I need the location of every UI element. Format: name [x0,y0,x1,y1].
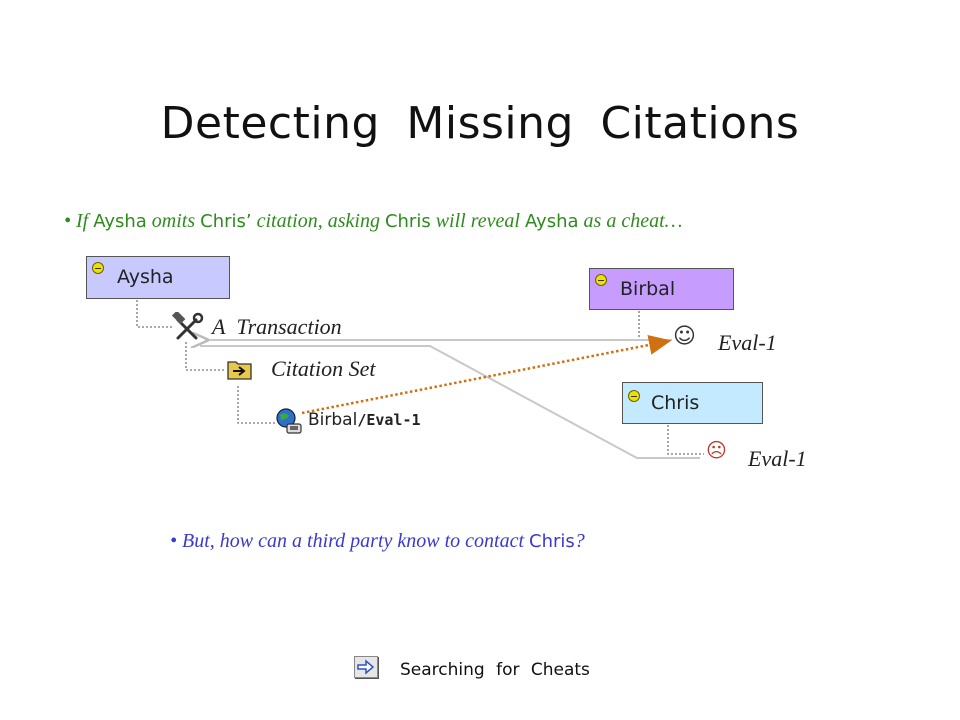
folder-arrow-icon [227,361,252,380]
bullet1-name-chris: Chris’ [200,211,252,232]
bullet1-name-aysha-2: Aysha [524,211,579,232]
network-globe-icon [276,408,302,434]
sad-face-icon: ☹ [706,438,727,462]
bullet1-text-4: will reveal [435,210,520,232]
citation-entry-path: /Eval-1 [357,411,421,429]
connector-aysha-transaction [136,300,172,328]
bullet1-name-chris-2: Chris [384,211,431,232]
birbal-eval-label: Eval-1 [718,330,777,355]
bullet1-name-aysha: Aysha [93,211,147,232]
bullet2-name-chris: Chris [529,531,575,552]
node-chris[interactable]: Chris [622,382,763,424]
bullet-marker: • [170,530,178,552]
node-label: Aysha [117,266,174,288]
node-aysha[interactable]: Aysha [86,256,230,299]
connector-birbal-eval [638,311,670,341]
citation-entry-label: Birbal/Eval-1 [308,410,421,430]
node-birbal[interactable]: Birbal [589,268,734,310]
bullet1-text-5: as a cheat… [583,210,683,232]
smiley-icon [628,390,640,402]
tools-icon [172,312,204,340]
bullet2-text-2: ? [574,530,585,552]
smiley-icon [92,262,104,274]
next-slide-button[interactable] [354,656,378,678]
node-label: Birbal [620,278,676,300]
bullet1-text-3: citation, asking [256,210,380,232]
bullet-cheat-detection: • If Aysha omits Chris’ citation, asking… [64,210,682,233]
next-arrow-icon [357,659,375,675]
bullet-third-party-question: • But, how can a third party know to con… [170,530,585,553]
bullet1-text-1: If [76,210,89,232]
bullet-marker: • [64,210,72,232]
chris-eval-reference-line [200,345,700,459]
footer-title: Searching for Cheats [400,660,590,680]
connector-chris-eval [667,425,704,455]
citation-set-label: Citation Set [271,356,376,381]
happy-face-icon: ☺ [673,324,696,349]
citation-arrow [301,335,672,415]
transaction-label: A Transaction [212,314,342,339]
connector-citation-entry [237,386,277,424]
bullet1-text-2: omits [151,210,196,232]
smiley-icon [595,274,607,286]
connector-transaction-citation [185,342,225,371]
bullet2-text-1: But, how can a third party know to conta… [182,530,525,552]
node-label: Chris [651,392,700,414]
chris-eval-label: Eval-1 [748,446,807,471]
slide-title: Detecting Missing Citations [160,98,800,149]
citation-entry-name: Birbal [308,410,358,430]
